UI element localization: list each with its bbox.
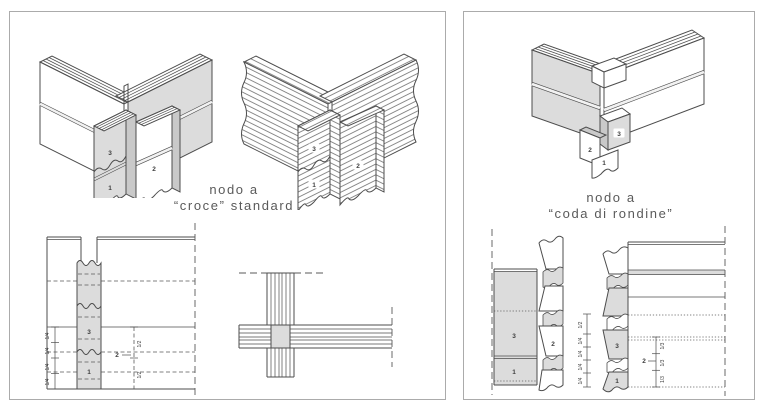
dim-label: 1/4 [45,332,51,339]
part-label-1: 1 [108,185,112,192]
part-label-2: 2 [115,352,119,359]
part-label-3: 3 [617,131,621,138]
crossing-notch [123,83,129,104]
wall-bands: 3 1 [493,268,538,386]
drawing-iso-coda: 3 2 1 [530,29,706,179]
dovetail-part-2: 2 [578,126,608,167]
dim-label: 1/2 [137,371,143,378]
dim-label: 1/2 [578,321,584,328]
part-label-1: 1 [615,378,619,385]
part-label-3: 3 [87,329,91,336]
part-label-3: 3 [312,146,316,153]
caption-coda: nodo a “coda di rondine” [491,190,731,222]
drawing-iso-croce-smooth: 2 3 1 [38,53,214,198]
drawing-elevation-coda-left: 3 1 2 [491,229,564,395]
horizontal-wall [238,324,392,349]
part-label-1: 1 [312,182,316,189]
part-label-2: 2 [642,358,646,365]
caption-croce-line2: “croce” standard [173,198,295,213]
hidden-part-2: 2 [115,327,135,389]
walls [46,223,196,395]
dim-label: 1/3 [660,359,666,366]
dovetail-part-1: 1 [591,149,619,179]
dims-left: 1/2 1/4 1/4 1/4 1/4 [578,313,591,388]
post-section: 3 1 [76,260,102,390]
post-2-laminated: 2 [338,105,386,207]
dims-left: 1/4 1/4 1/4 1/4 [45,326,59,390]
drawing-elevation-croce: 3 1 2 1/2 1/2 1/4 1/4 1/4 1/4 [45,223,196,395]
part-label-2: 2 [551,341,555,348]
caption-coda-line2: “coda di rondine” [548,206,674,221]
part-label-2: 2 [588,147,592,154]
dim-label: 1/4 [578,337,584,344]
dim-label: 1/4 [578,350,584,357]
dim-label: 1/4 [45,347,51,354]
part-label-1: 1 [602,160,606,167]
dim-label: 1/3 [660,342,666,349]
drawing-elevation-coda-right: 1/2 1/4 1/4 1/4 1/4 3 1 [578,226,726,396]
part-label-1: 1 [512,369,516,376]
post-end-grain [270,324,291,349]
part-label-1: 1 [87,369,91,376]
vertical-wall [266,272,295,378]
drawing-plan-croce [238,272,393,378]
part-label-2: 2 [356,163,360,170]
post-2: 2 [134,105,182,198]
part-label-3: 3 [512,333,516,340]
post-1-3-laminated: 3 1 [296,109,342,210]
part-label-3: 3 [615,343,619,350]
dovetail-part-3: 3 [598,107,632,151]
part-label-3: 3 [108,150,112,157]
dim-label: 1/4 [45,363,51,370]
dim-label: 1/4 [578,363,584,370]
dim-label: 1/4 [578,377,584,384]
caption-croce: nodo a “croce” standard [114,182,354,214]
dovetail-column: 2 [538,235,564,392]
dims-right: 1/2 1/2 [130,326,143,390]
dim-label: 1/3 [660,376,666,383]
drawing-iso-croce-laminated: 2 3 1 [241,53,419,210]
panel-coda: 3 2 1 nodo a “coda di rondine” [463,11,755,400]
corner-notch-block [590,57,628,89]
dim-label: 1/4 [45,378,51,385]
panel-croce: 2 3 1 [9,11,446,400]
wall-bands: 2 [627,241,725,388]
caption-croce-line1: nodo a [209,182,259,197]
dovetail-column: 3 1 [602,246,629,393]
part-label-2: 2 [152,166,156,173]
post-1-3: 3 1 [92,109,138,198]
caption-coda-line1: nodo a [586,190,636,205]
dim-label: 1/2 [137,340,143,347]
dims-right: 1/3 1/3 1/3 [652,336,666,388]
